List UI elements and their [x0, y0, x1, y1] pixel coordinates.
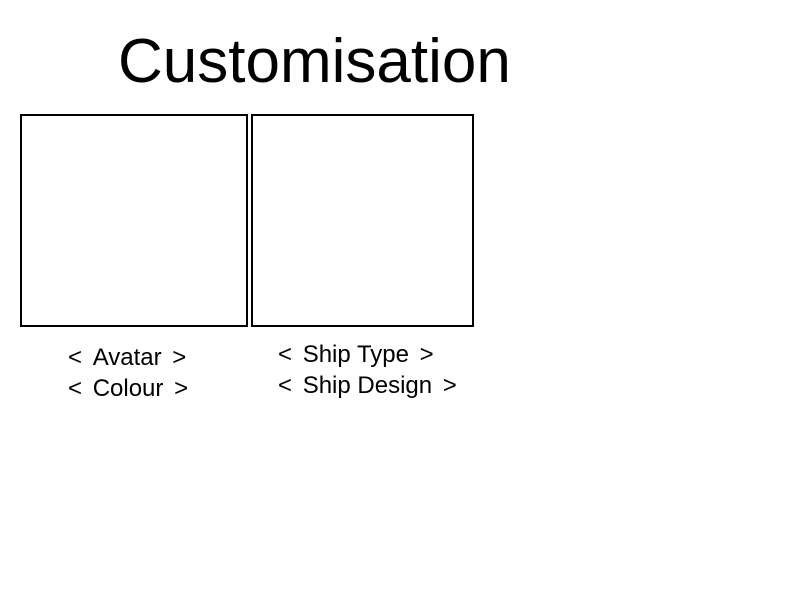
ship-type-next-button[interactable]: > [419, 341, 434, 368]
ship-type-selector: < Ship Type > [278, 341, 434, 369]
avatar-selector: < Avatar > [68, 344, 186, 372]
ship-design-prev-button[interactable]: < [278, 372, 293, 399]
avatar-prev-button[interactable]: < [68, 344, 83, 371]
ship-design-label: Ship Design [302, 372, 433, 399]
page-title: Customisation [118, 27, 511, 96]
avatar-preview-box [20, 114, 248, 327]
avatar-next-button[interactable]: > [172, 344, 187, 371]
ship-design-next-button[interactable]: > [442, 372, 457, 399]
colour-label: Colour [92, 375, 164, 402]
avatar-label: Avatar [92, 344, 162, 371]
ship-design-selector: < Ship Design > [278, 372, 457, 400]
ship-type-prev-button[interactable]: < [278, 341, 293, 368]
ship-type-label: Ship Type [302, 341, 409, 368]
ship-preview-box [251, 114, 474, 327]
colour-selector: < Colour > [68, 375, 188, 403]
colour-next-button[interactable]: > [174, 375, 189, 402]
colour-prev-button[interactable]: < [68, 375, 83, 402]
